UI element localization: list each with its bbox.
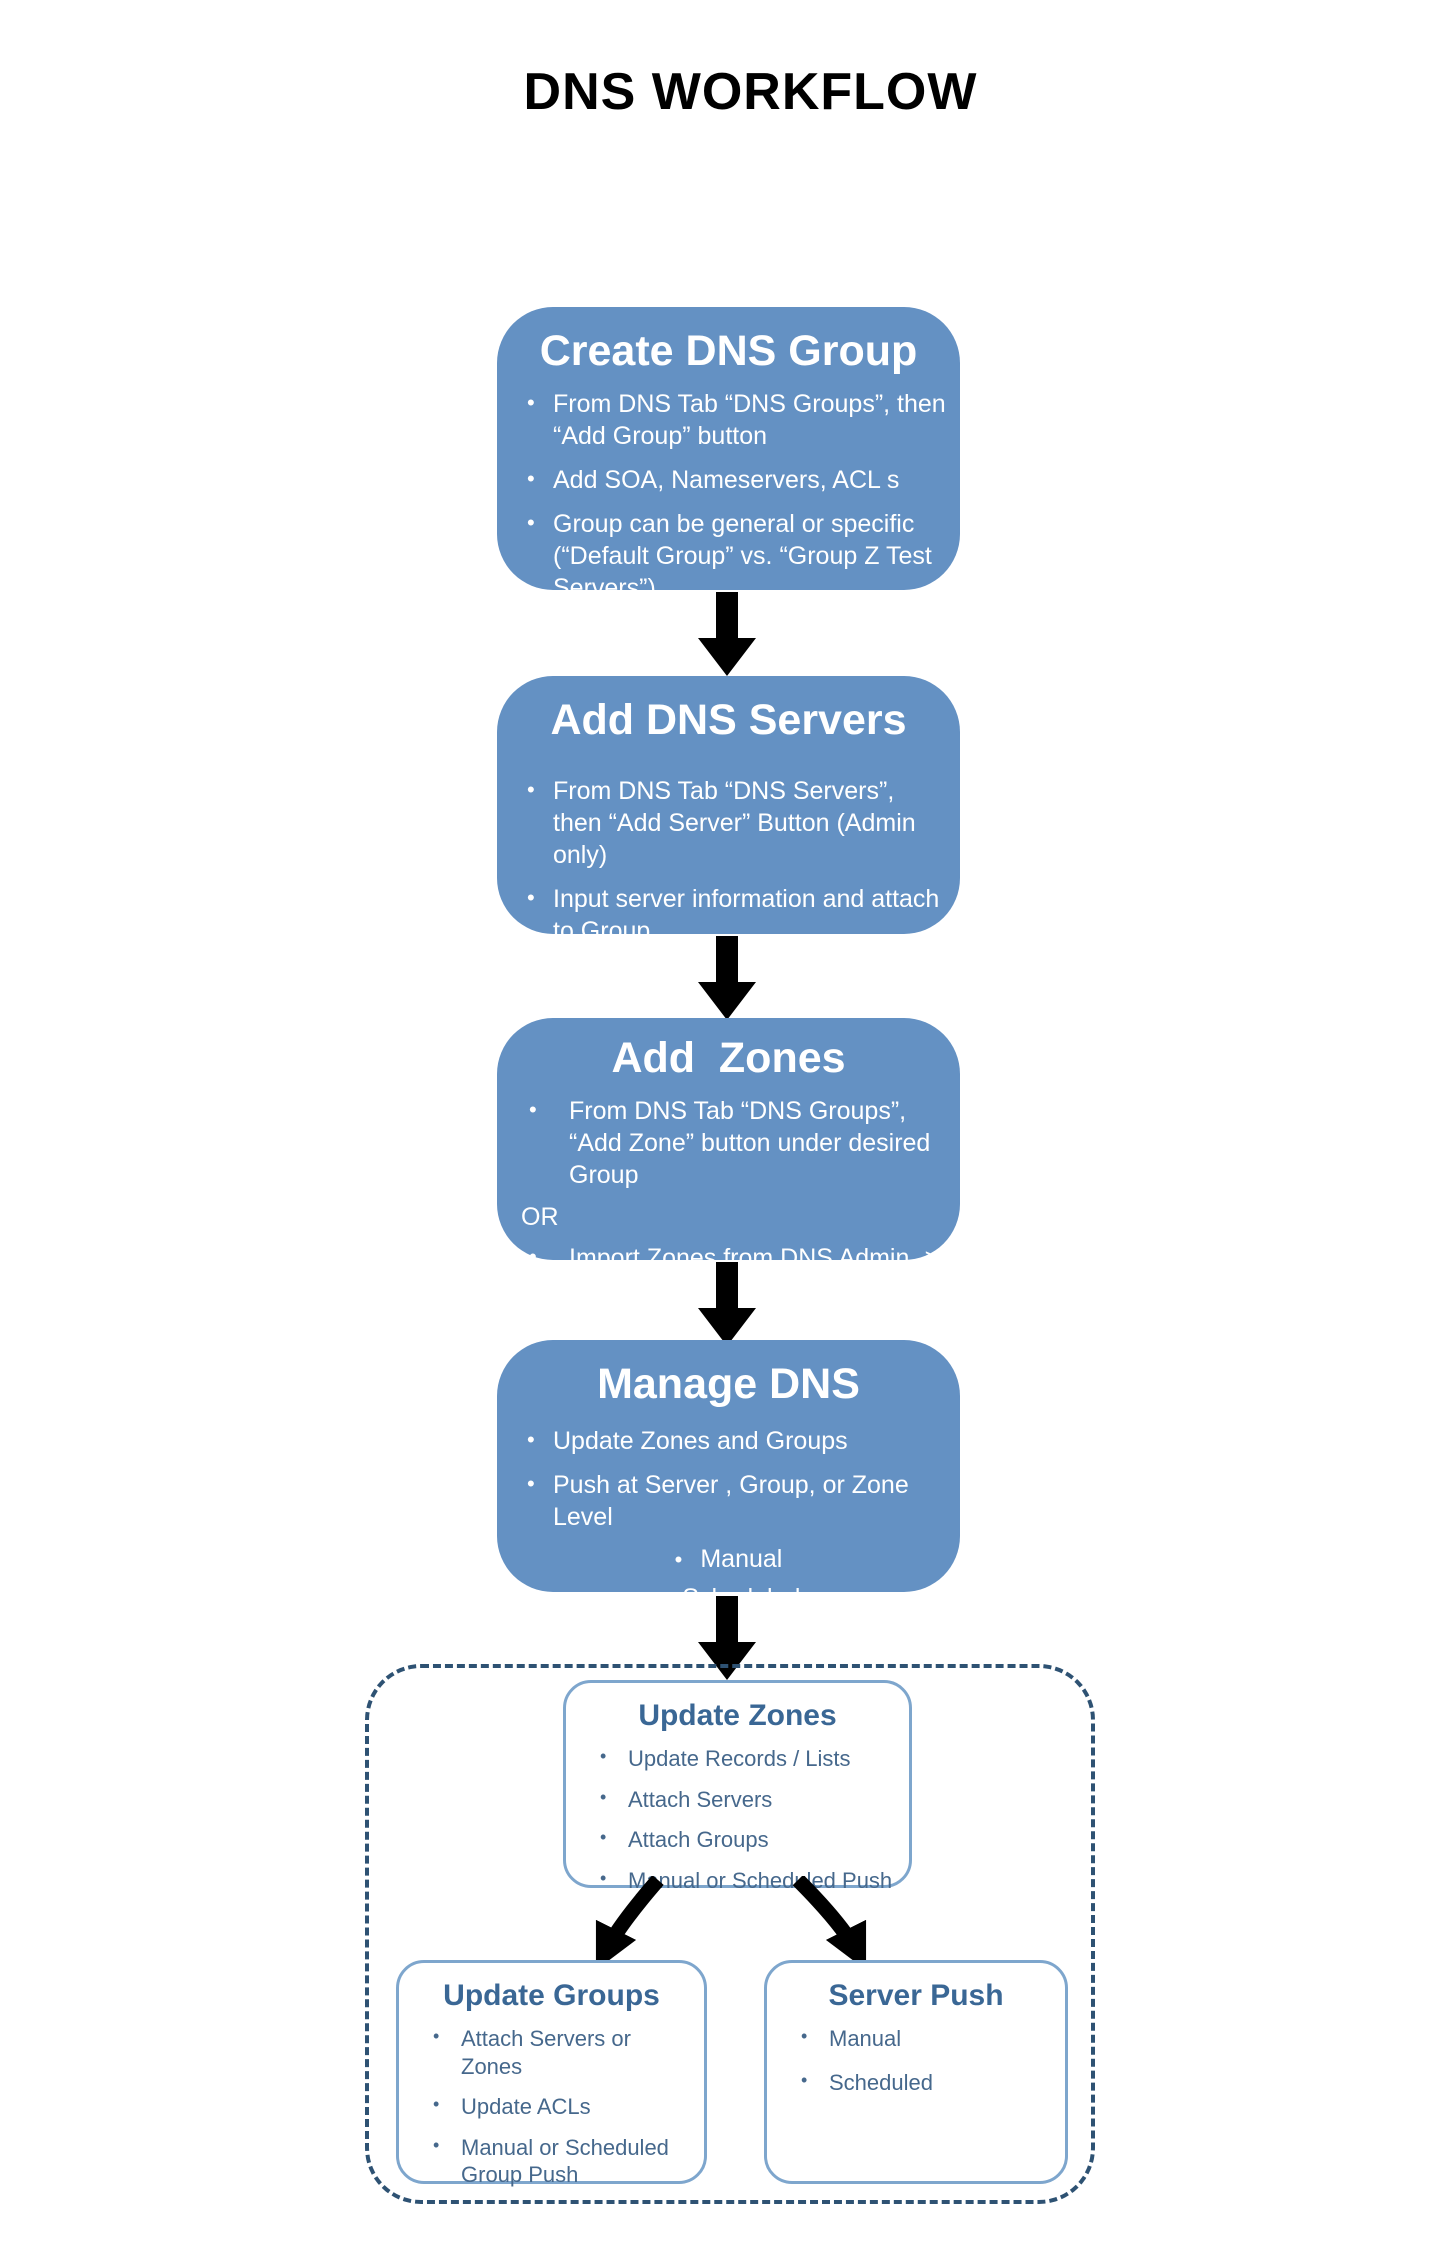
curved-arrow-right-icon xyxy=(792,1876,867,1971)
sub-bullet-list: Manual Scheduled xyxy=(497,1545,960,1613)
bullet-item: Update Zones and Groups xyxy=(497,1425,960,1457)
bullet-item: Manual xyxy=(767,2025,1065,2053)
flow-box-create-dns-group: Create DNS Group From DNS Tab “DNS Group… xyxy=(497,307,960,602)
curved-arrow-connectors xyxy=(595,1876,867,1971)
bullet-item: Attach Servers or Zones xyxy=(399,2025,704,2080)
detail-box-server-push: Server Push Manual Scheduled xyxy=(764,1960,1068,2184)
detail-box-update-zones: Update Zones Update Records / Lists Atta… xyxy=(563,1680,912,1893)
curved-arrow-left-icon xyxy=(595,1876,664,1971)
detail-dashed-container xyxy=(365,1664,1095,2204)
bullet-item: Add SOA, Nameservers, ACL s xyxy=(497,464,960,496)
bullet-item: Push at Server , Group, or Zone Level xyxy=(497,1469,960,1533)
flow-box-add-dns-servers: Add DNS Servers From DNS Tab “DNS Server… xyxy=(497,676,960,945)
flow-box-manage-dns: Manage DNS Update Zones and Groups Push … xyxy=(497,1340,960,1612)
bullet-item: Update ACLs xyxy=(399,2093,704,2121)
bullet-item: Scheduled xyxy=(767,2069,1065,2097)
bullet-item: Attach Servers xyxy=(566,1786,909,1814)
bullet-item: From DNS Tab “DNS Groups”, “Add Zone” bu… xyxy=(497,1095,960,1191)
bullet-list: From DNS Tab “DNS Servers”, then “Add Se… xyxy=(497,775,960,947)
bullet-list: From DNS Tab “DNS Groups”, “Add Zone” bu… xyxy=(497,1095,960,1191)
bullet-list: Update Zones and Groups Push at Server ,… xyxy=(497,1425,960,1533)
sub-bullet-item: Scheduled xyxy=(497,1584,960,1613)
bullet-item: Manual or Scheduled Group Push xyxy=(399,2134,704,2189)
bullet-item: From DNS Tab “DNS Groups”, then “Add Gro… xyxy=(497,388,960,452)
bullet-item: Manual or Scheduled Push xyxy=(566,1867,909,1895)
box-heading: Update Zones xyxy=(638,1699,837,1732)
box-heading: Add DNS Servers xyxy=(550,696,907,744)
bullet-item: Group can be general or specific (“Defau… xyxy=(497,508,960,604)
sub-bullet-item: Manual xyxy=(497,1545,960,1574)
box-heading: Add Zones xyxy=(611,1034,846,1082)
down-arrow-icon xyxy=(698,936,756,1020)
detail-box-update-groups: Update Groups Attach Servers or Zones Up… xyxy=(396,1960,707,2187)
box-heading: Server Push xyxy=(828,1979,1004,2012)
down-arrow-icon xyxy=(698,1596,756,1680)
page-title: DNS WORKFLOW xyxy=(523,63,978,121)
bullet-list: Import Zones from DNS Admin -> Data Impo… xyxy=(497,1242,960,1306)
bullet-list: Attach Servers or Zones Update ACLs Manu… xyxy=(399,2025,704,2189)
or-label: OR xyxy=(521,1203,559,1231)
flow-box-add-zones: Add Zones From DNS Tab “DNS Groups”, “Ad… xyxy=(497,1018,960,1304)
bullet-item: Import Zones from DNS Admin -> Data Impo… xyxy=(497,1242,960,1306)
bullet-item: Attach Groups xyxy=(566,1826,909,1854)
bullet-item: Input server information and attach to G… xyxy=(497,883,960,947)
down-arrow-icon xyxy=(698,592,756,676)
bullet-list: From DNS Tab “DNS Groups”, then “Add Gro… xyxy=(497,388,960,604)
box-heading: Update Groups xyxy=(443,1979,660,2012)
bullet-item: Update Records / Lists xyxy=(566,1745,909,1773)
box-heading: Create DNS Group xyxy=(539,327,918,375)
bullet-item: From DNS Tab “DNS Servers”, then “Add Se… xyxy=(497,775,960,871)
box-heading: Manage DNS xyxy=(597,1360,860,1408)
down-arrow-icon xyxy=(698,1262,756,1346)
bullet-list: Update Records / Lists Attach Servers At… xyxy=(566,1745,909,1894)
bullet-list: Manual Scheduled xyxy=(767,2025,1065,2096)
